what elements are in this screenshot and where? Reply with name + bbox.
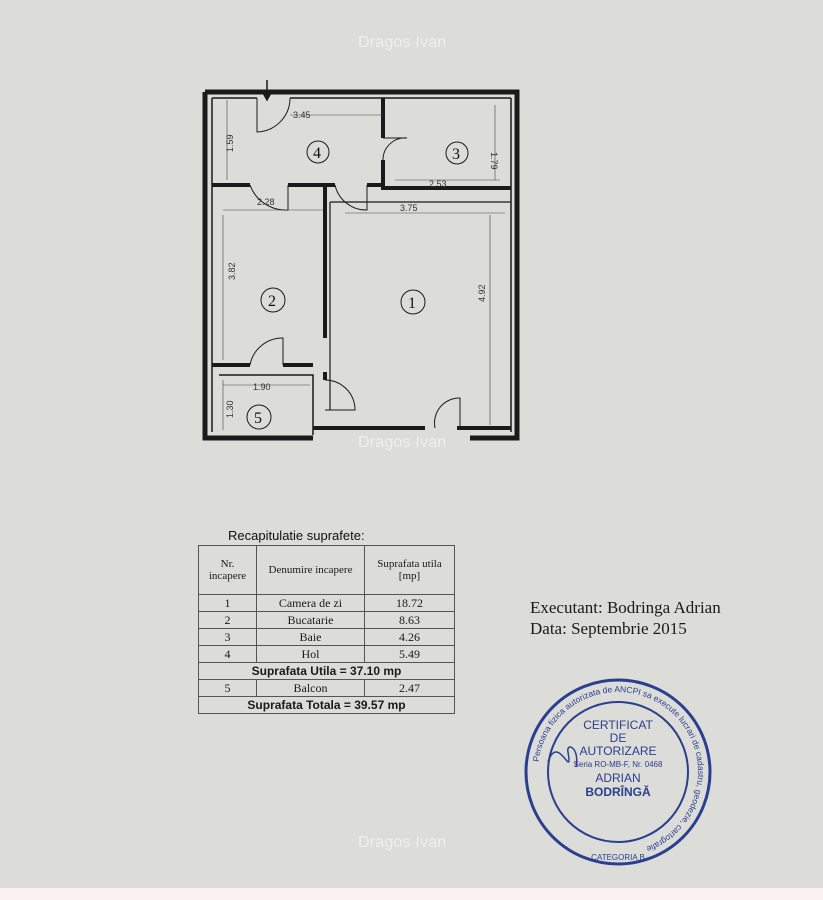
dim-label: 1.30	[225, 400, 235, 418]
cell-name: Camera de zi	[256, 594, 365, 612]
cell-nr: 2	[198, 611, 257, 629]
total-cell: Suprafata Totala = 39.57 mp	[198, 696, 455, 714]
room-number: 2	[268, 293, 276, 310]
header-name: Denumire incapere	[256, 545, 365, 595]
executant-date: Data: Septembrie 2015	[530, 619, 687, 638]
stamp-line: DE	[610, 731, 627, 745]
executant-name: Executant: Bodringa Adrian	[530, 598, 721, 617]
table-row: 1 Camera de zi 18.72	[198, 594, 455, 612]
floor-plan: 3.45 1.59 1.79 2.53 2.28 3.75 3.82 4.92 …	[202, 80, 520, 441]
dim-label: 3.45	[293, 110, 311, 120]
cell-area: 8.63	[364, 611, 455, 629]
room-number: 1	[408, 295, 416, 312]
table-header-row: Nr. incapere Denumire incapere Suprafata…	[198, 545, 455, 595]
stamp-line: ADRIAN	[595, 771, 640, 785]
room-number: 5	[254, 410, 262, 427]
dim-label: 2.28	[257, 197, 275, 207]
dim-label: 3.75	[400, 203, 418, 213]
table-row: 3 Baie 4.26	[198, 628, 455, 646]
cell-name: Baie	[256, 628, 365, 646]
cell-nr: 3	[198, 628, 257, 646]
table-row: 4 Hol 5.49	[198, 645, 455, 663]
watermark: Dragos Ivan	[358, 834, 447, 851]
header-nr: Nr. incapere	[198, 545, 257, 595]
table-row: 2 Bucatarie 8.63	[198, 611, 455, 629]
cell-name: Hol	[256, 645, 365, 663]
cell-area: 4.26	[364, 628, 455, 646]
outer-wall	[205, 89, 520, 441]
stamp-line: Seria RO-MB-F, Nr. 0468	[574, 760, 663, 769]
total-row: Suprafata Totala = 39.57 mp	[198, 696, 455, 714]
dim-label: 1.90	[253, 382, 271, 392]
cell-name: Balcon	[256, 679, 365, 697]
stamp-line: CERTIFICAT	[583, 718, 653, 732]
cell-name: Bucatarie	[256, 611, 365, 629]
cell-area: 2.47	[364, 679, 455, 697]
balcony-outline	[219, 374, 314, 435]
subtotal-row: Suprafata Utila = 37.10 mp	[198, 662, 455, 680]
room-number: 3	[452, 146, 460, 163]
table-row: 5 Balcon 2.47	[198, 679, 455, 697]
dim-label: 2.53	[429, 179, 447, 189]
dim-label: 4.92	[477, 284, 487, 302]
watermark: Dragos Ivan	[358, 34, 447, 51]
bottom-strip	[0, 888, 823, 900]
table-title: Recapitulatie suprafete:	[228, 528, 365, 543]
dim-label: 1.79	[489, 152, 499, 170]
stamp-line: BODRÎNGĂ	[585, 784, 651, 799]
stamp-line: AUTORIZARE	[579, 744, 656, 758]
bathroom-wall	[381, 98, 511, 190]
executant-block: Executant: Bodringa Adrian Data: Septemb…	[530, 597, 721, 639]
area-table: Nr. incapere Denumire incapere Suprafata…	[198, 545, 455, 714]
authorization-stamp: Persoana fizica autorizata de ANCPI sa e…	[524, 678, 712, 866]
signature-mark	[547, 746, 578, 768]
room-number: 4	[313, 145, 321, 162]
cell-nr: 4	[198, 645, 257, 663]
cell-nr: 5	[198, 679, 257, 697]
dim-label: 1.59	[225, 134, 235, 152]
stamp-ring-text: Persoana fizica autorizata de ANCPI sa e…	[531, 684, 706, 855]
stamp-category: CATEGORIA B	[591, 853, 645, 862]
cell-nr: 1	[198, 594, 257, 612]
cell-area: 18.72	[364, 594, 455, 612]
watermark: Dragos Ivan	[358, 434, 447, 451]
entrance-arrow-icon	[260, 80, 274, 102]
header-area: Suprafata utila [mp]	[364, 545, 455, 595]
subtotal-cell: Suprafata Utila = 37.10 mp	[198, 662, 455, 680]
dim-label: 3.82	[227, 262, 237, 280]
cell-area: 5.49	[364, 645, 455, 663]
